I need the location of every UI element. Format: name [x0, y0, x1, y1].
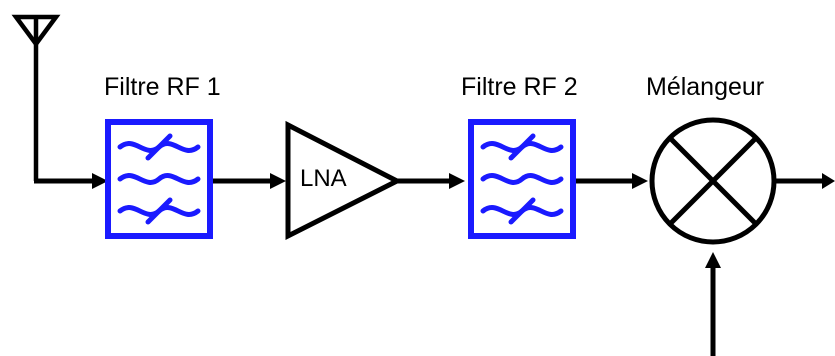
antenna-icon: [11, 14, 61, 181]
filter-waves-icon: [117, 133, 201, 225]
mixer-label: Mélangeur: [646, 73, 765, 101]
bandpass-filter-2: [468, 119, 576, 239]
wire-antenna-to-filter1: [34, 173, 108, 189]
wire-filter2-to-mixer: [576, 173, 648, 189]
filter-waves-icon: [480, 133, 564, 225]
filter2-label: Filtre RF 2: [461, 73, 578, 101]
mixer-cross-circle-icon: [649, 117, 777, 245]
wire-lna-to-filter2: [397, 173, 465, 189]
wire-filter1-to-lna: [213, 173, 286, 189]
lna-label: LNA: [300, 165, 347, 192]
wire-mixer-output: [774, 173, 835, 189]
amplifier-triangle-icon: [285, 120, 403, 241]
bandpass-filter-1: [105, 119, 213, 239]
filter1-label: Filtre RF 1: [104, 73, 221, 101]
wire-lo-input: [705, 252, 721, 356]
